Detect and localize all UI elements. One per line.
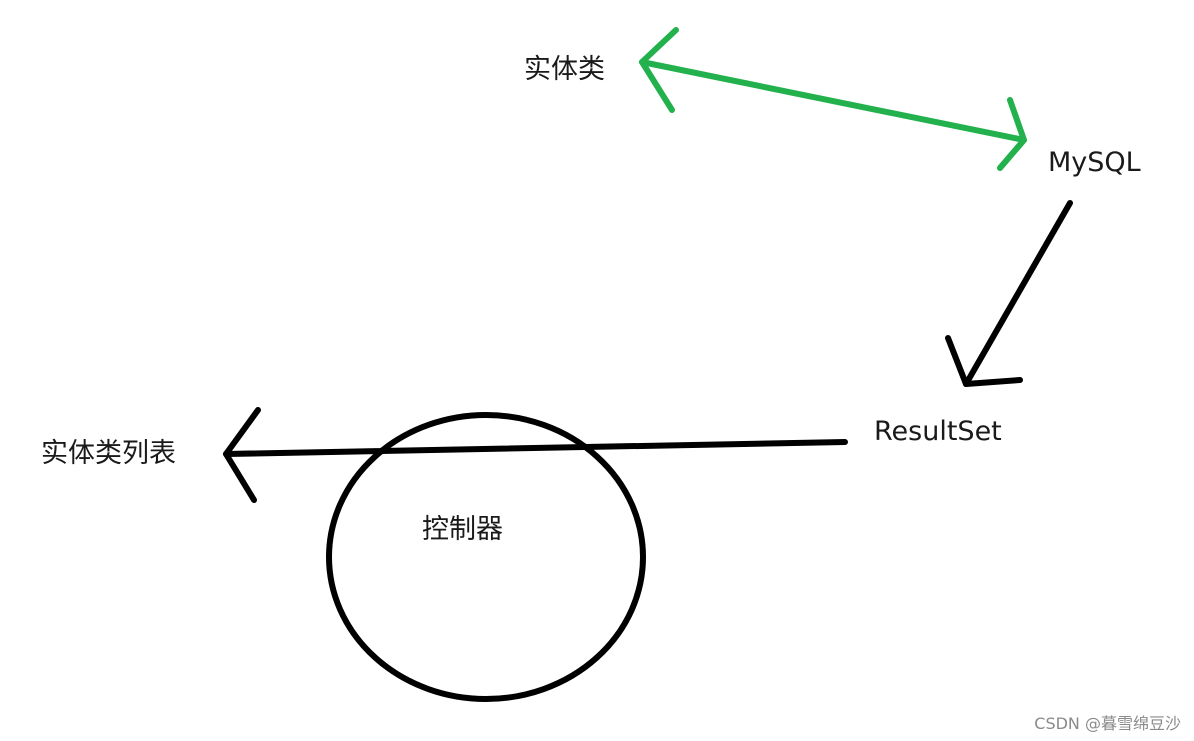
node-result-set: ResultSet (874, 416, 1002, 447)
watermark: CSDN @暮雪绵豆沙 (1034, 714, 1181, 733)
edge-resultset-entitylist-shaft (223, 439, 848, 457)
edge-entity-mysql-arrowhead-right (997, 97, 1027, 171)
controller-circle (326, 412, 646, 702)
node-entity-list: 实体类列表 (41, 438, 176, 469)
node-controller: 控制器 (422, 514, 503, 545)
node-entity-class: 实体类 (524, 54, 605, 85)
node-mysql: MySQL (1048, 147, 1141, 178)
edge-resultset-entitylist (223, 407, 848, 503)
edge-mysql-resultset-arrowhead (945, 335, 1023, 387)
edge-entity-mysql-arrowhead-left (639, 27, 679, 113)
edge-entity-mysql (639, 27, 1027, 171)
edge-mysql-resultset-shaft (963, 200, 1073, 387)
edge-entity-mysql-shaft (639, 59, 1027, 143)
edge-mysql-resultset (945, 200, 1073, 387)
edge-resultset-entitylist-arrowhead (223, 407, 261, 503)
